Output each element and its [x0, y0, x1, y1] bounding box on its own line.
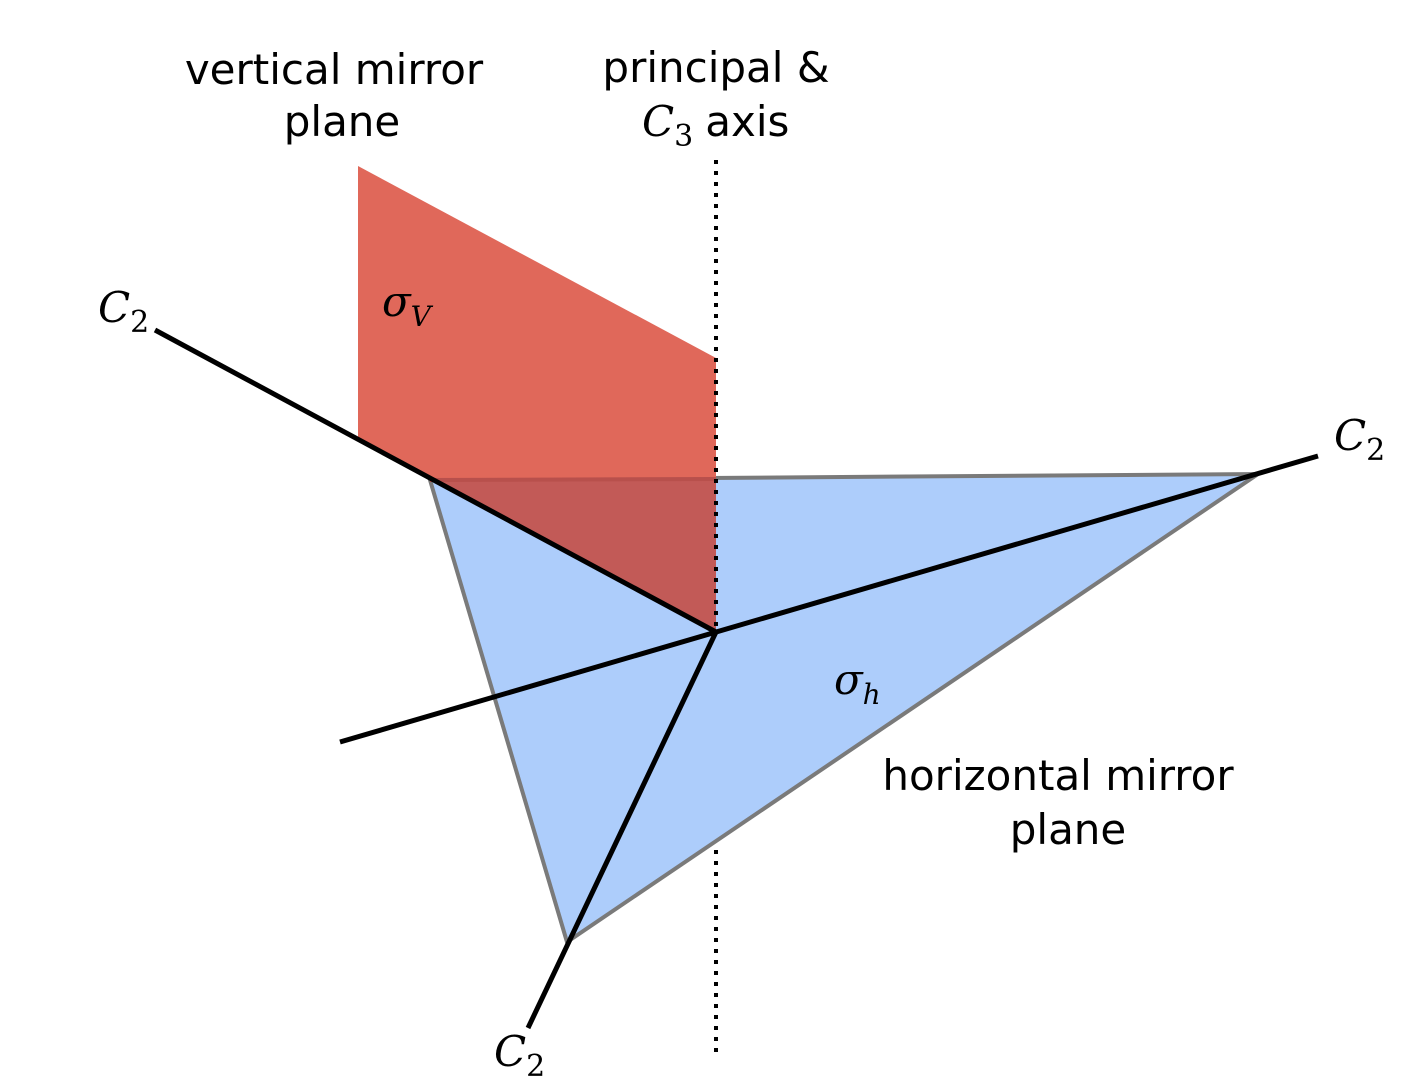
c2-label-upper-left: C2	[98, 283, 149, 340]
horizontal-plane-top-edge	[429, 477, 717, 482]
horizontal-mirror-label-line1: horizontal mirror	[882, 751, 1234, 800]
c3-subscript: 3	[674, 119, 693, 154]
c2-label-bottom: C2	[494, 1027, 545, 1084]
c2-axis-right	[339, 453, 1319, 745]
horizontal-mirror-label-line2: plane	[1010, 805, 1127, 854]
axis-word: axis	[705, 97, 789, 146]
vertical-mirror-label-line2: plane	[284, 97, 401, 146]
c2-axis-bottom	[525, 630, 719, 1030]
principal-axis-label: C3 axis	[642, 97, 789, 154]
principal-label-line1: principal &	[602, 43, 829, 92]
sigma-h-label: σh	[834, 655, 881, 711]
vertical-mirror-label-line1: vertical mirror	[185, 45, 484, 94]
c3-symbol: C	[642, 97, 674, 146]
c2-axis-upper-left	[153, 327, 718, 635]
vertical-mirror-plane	[358, 166, 716, 480]
sigma-v-label: σV	[382, 277, 434, 333]
c2-label-right: C2	[1334, 411, 1385, 468]
